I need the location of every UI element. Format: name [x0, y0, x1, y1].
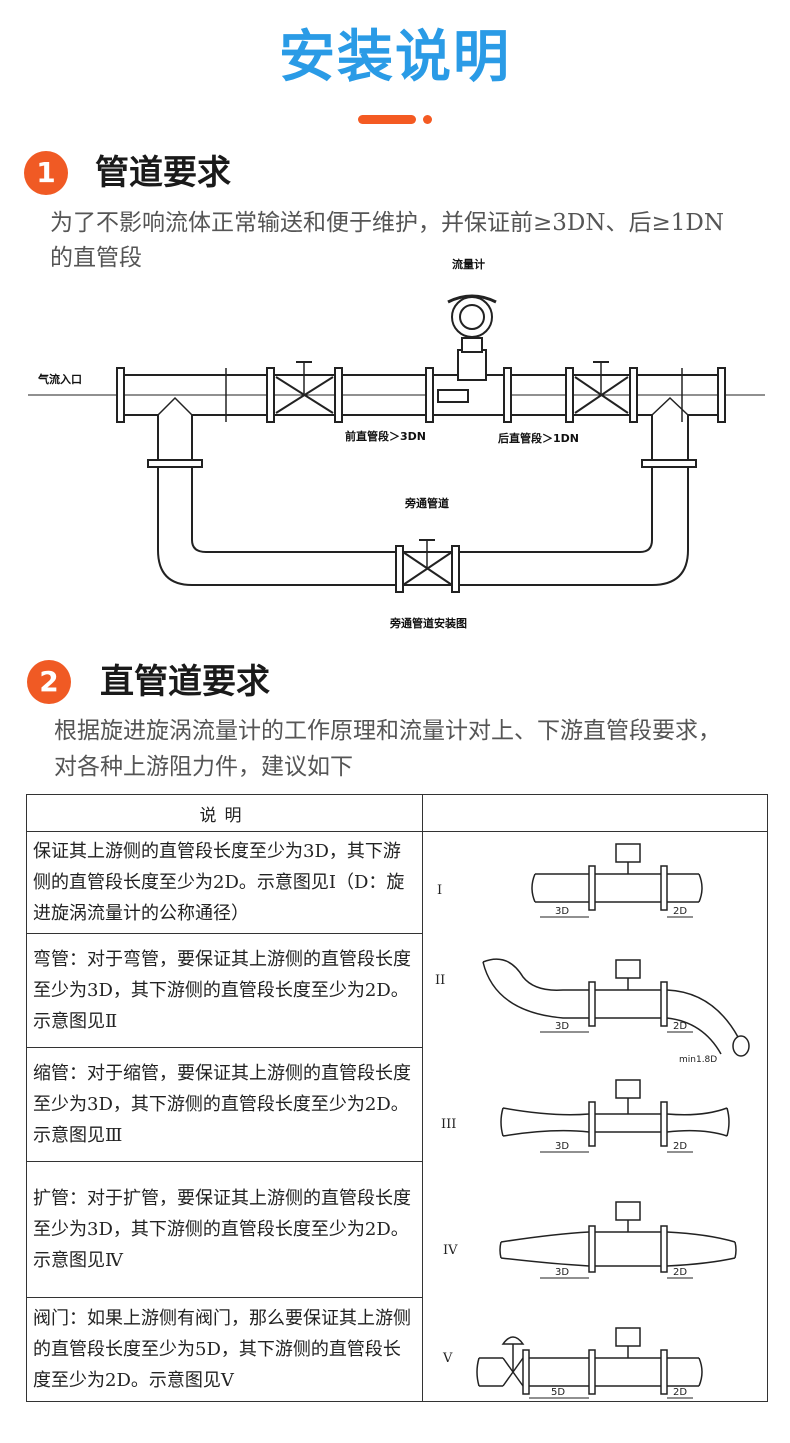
fig2-downstream-dim: 2D [673, 1021, 687, 1032]
fig2-numeral: II [435, 973, 445, 988]
table-row-text: 扩管：对于扩管，要保证其上游侧的直管段长度至少为3D，其下游侧的直管段长度至少为… [26, 1161, 423, 1298]
row5-text: 阀门：如果上游侧有阀门，那么要保证其上游侧的直管段长度至少为5D，其下游侧的直管… [33, 1308, 411, 1391]
fig1-downstream-dim: 2D [673, 906, 687, 917]
bypass-pipeline-diagram: 流量计 气流入口 前直管段＞3DN 后直管段＞1DN 旁通管道 旁通管道安装图 [28, 257, 765, 630]
fig4-downstream-dim: 2D [673, 1267, 687, 1278]
fig2-upstream-dim: 3D [555, 1021, 569, 1032]
fig5-downstream-dim: 2D [673, 1387, 687, 1398]
page-title: 安装说明 [279, 25, 511, 90]
fig4-upstream-dim: 3D [555, 1267, 569, 1278]
section2-desc-line1: 根据旋进旋涡流量计的工作原理和流量计对上、下游直管段要求， [54, 718, 721, 744]
section2-title: 直管道要求 [100, 662, 270, 702]
bypass-pipe-label: 旁通管道 [404, 496, 449, 510]
fig1-numeral: I [437, 883, 442, 898]
fig5-upstream-dim: 5D [551, 1387, 565, 1398]
title-underline-dot [423, 115, 432, 124]
row2-text: 弯管：对于弯管，要保证其上游侧的直管段长度至少为3D，其下游侧的直管段长度至少为… [33, 949, 411, 1032]
back-straight-label: 后直管段＞1DN [498, 431, 579, 445]
gas-inlet-label: 气流入口 [37, 372, 82, 386]
section2-desc-line2: 对各种上游阻力件，建议如下 [54, 754, 353, 780]
table-header-left: 说明 [26, 794, 423, 832]
fig3-numeral: III [441, 1117, 456, 1132]
schematic-figures-cell: I 3D 2D II 3D 2D min1.8D III 3D 2D IV 3D… [422, 831, 768, 1402]
fig4-numeral: IV [443, 1243, 458, 1258]
flowmeter-label: 流量计 [452, 257, 485, 271]
requirements-table: 说明 保证其上游侧的直管段长度至少为3D，其下游侧的直管段长度至少为2D。示意图… [26, 794, 768, 1402]
fig3-upstream-dim: 3D [555, 1141, 569, 1152]
section1-number-badge: 1 [24, 151, 68, 195]
table-header-right [422, 794, 768, 832]
diagram-caption: 旁通管道安装图 [389, 616, 467, 630]
row3-text: 缩管：对于缩管，要保证其上游侧的直管段长度至少为3D，其下游侧的直管段长度至少为… [33, 1063, 411, 1146]
section1-title: 管道要求 [95, 153, 231, 193]
title-underline-bar [358, 115, 416, 124]
fig2-bend-radius: min1.8D [679, 1055, 717, 1065]
table-row-text: 弯管：对于弯管，要保证其上游侧的直管段长度至少为3D，其下游侧的直管段长度至少为… [26, 933, 423, 1048]
front-straight-label: 前直管段＞3DN [345, 429, 426, 443]
fig1-upstream-dim: 3D [555, 906, 569, 917]
section1-desc-line2: 的直管段 [50, 245, 142, 271]
row1-text: 保证其上游侧的直管段长度至少为3D，其下游侧的直管段长度至少为2D。示意图见Ⅰ（… [33, 841, 405, 924]
table-row-text: 缩管：对于缩管，要保证其上游侧的直管段长度至少为3D，其下游侧的直管段长度至少为… [26, 1047, 423, 1162]
table-row-text: 保证其上游侧的直管段长度至少为3D，其下游侧的直管段长度至少为2D。示意图见Ⅰ（… [26, 831, 423, 934]
section1-desc-line1: 为了不影响流体正常输送和便于维护，并保证前≥3DN、后≥1DN [50, 210, 724, 236]
fig5-numeral: V [442, 1351, 453, 1366]
fig3-downstream-dim: 2D [673, 1141, 687, 1152]
schematic-figures: I 3D 2D II 3D 2D min1.8D III 3D 2D IV 3D… [435, 843, 750, 1399]
section2-number-badge: 2 [27, 660, 71, 704]
table-row-text: 阀门：如果上游侧有阀门，那么要保证其上游侧的直管段长度至少为5D，其下游侧的直管… [26, 1297, 423, 1402]
row4-text: 扩管：对于扩管，要保证其上游侧的直管段长度至少为3D，其下游侧的直管段长度至少为… [33, 1188, 411, 1271]
